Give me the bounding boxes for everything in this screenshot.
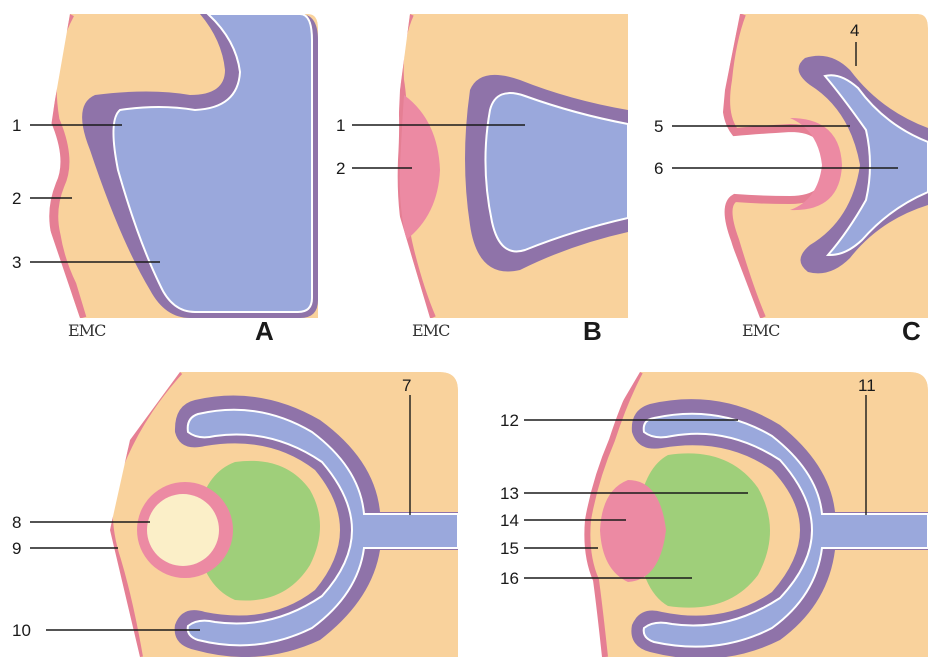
panel-b: 1 2 EMC B bbox=[336, 14, 628, 346]
label-d-9: 9 bbox=[12, 539, 21, 558]
panel-letter-c: C bbox=[902, 316, 921, 346]
label-e-12: 12 bbox=[500, 411, 519, 430]
label-c-6: 6 bbox=[654, 159, 663, 178]
label-a-3: 3 bbox=[12, 253, 21, 272]
label-e-14: 14 bbox=[500, 511, 519, 530]
signature-c: EMC bbox=[742, 321, 780, 340]
signature-b: EMC bbox=[412, 321, 450, 340]
label-e-11: 11 bbox=[858, 376, 876, 395]
label-e-16: 16 bbox=[500, 569, 519, 588]
panel-e: 11 12 13 14 15 16 bbox=[500, 372, 928, 657]
panel-letter-a: A bbox=[255, 316, 274, 346]
panel-c: 4 5 6 EMC C bbox=[654, 14, 928, 346]
label-b-2: 2 bbox=[336, 159, 345, 178]
panel-d-lens-core bbox=[147, 494, 219, 566]
label-a-1: 1 bbox=[12, 116, 21, 135]
panel-a: 1 2 3 EMC A bbox=[12, 14, 318, 346]
label-e-15: 15 bbox=[500, 539, 519, 558]
label-c-4: 4 bbox=[850, 21, 859, 40]
label-a-2: 2 bbox=[12, 189, 21, 208]
label-b-1: 1 bbox=[336, 116, 345, 135]
label-e-13: 13 bbox=[500, 484, 519, 503]
label-d-10: 10 bbox=[12, 621, 31, 640]
signature-a: EMC bbox=[68, 321, 106, 340]
panel-d: 7 8 9 10 bbox=[12, 372, 458, 657]
panel-letter-b: B bbox=[583, 316, 602, 346]
label-d-7: 7 bbox=[402, 376, 411, 395]
label-c-5: 5 bbox=[654, 117, 663, 136]
label-d-8: 8 bbox=[12, 513, 21, 532]
